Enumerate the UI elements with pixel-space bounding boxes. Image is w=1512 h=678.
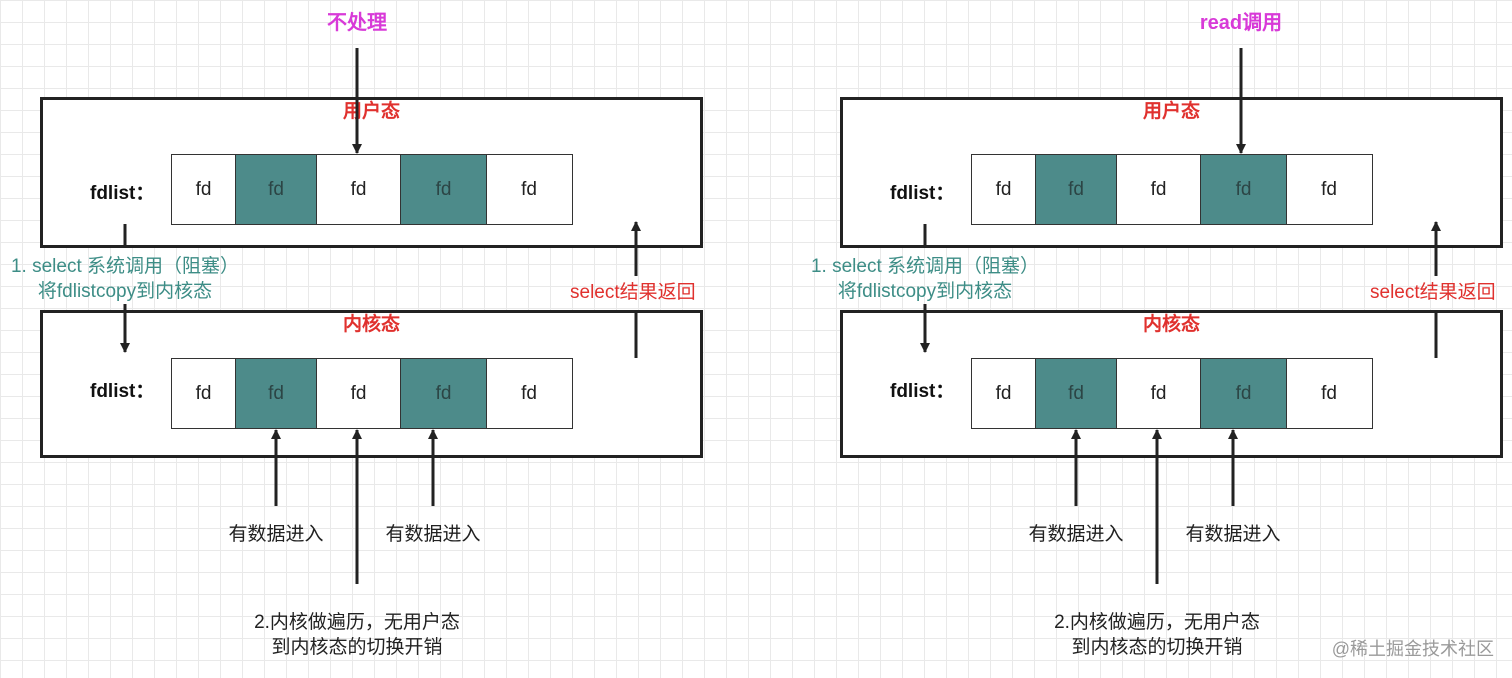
kernel-space-title: 内核态 bbox=[342, 314, 400, 335]
traverse-note: 2.内核做遍历，无用户态 到内核态的切换开销 bbox=[1007, 610, 1307, 660]
fd-cell: fd bbox=[1200, 358, 1287, 429]
user-fdlist-label: fdlist： bbox=[90, 183, 155, 204]
fd-cell: fd bbox=[400, 154, 487, 225]
fd-cell: fd bbox=[1035, 154, 1117, 225]
data-in-label-left: 有数据进入 bbox=[1028, 524, 1124, 545]
fd-cell: fd bbox=[1285, 154, 1373, 225]
traverse-note-line2: 到内核态的切换开销 bbox=[271, 637, 443, 658]
fd-cell: fd bbox=[170, 358, 237, 429]
arrows-layer bbox=[120, 48, 641, 584]
kernel-space-title: 内核态 bbox=[1142, 314, 1200, 335]
fd-cell: fd bbox=[1035, 358, 1117, 429]
watermark: @稀土掘金技术社区 bbox=[1331, 639, 1494, 659]
arrows-layer bbox=[920, 48, 1441, 584]
top-call-label: read调用 bbox=[1199, 12, 1283, 34]
user-space-title: 用户态 bbox=[1142, 101, 1200, 122]
kernel-fdlist-label: fdlist： bbox=[890, 381, 955, 402]
fd-cell: fd bbox=[315, 154, 402, 225]
fd-cell: fd bbox=[1285, 358, 1373, 429]
right-diagram: 用户态 内核态 fdlist： fdlist： fd fd fd fd fd f… bbox=[800, 0, 1512, 678]
traverse-note: 2.内核做遍历，无用户态 到内核态的切换开销 bbox=[207, 610, 507, 660]
syscall-note-line2: 将fdlistcopy到内核态 bbox=[837, 281, 1013, 302]
fd-cell: fd bbox=[315, 358, 402, 429]
fd-cell: fd bbox=[485, 358, 573, 429]
select-return-label: select结果返回 bbox=[570, 282, 696, 303]
fd-cell: fd bbox=[400, 358, 487, 429]
data-in-label-left: 有数据进入 bbox=[228, 524, 324, 545]
kernel-fdlist-row: fd fd fd fd fd bbox=[170, 358, 573, 429]
data-in-label-right: 有数据进入 bbox=[385, 524, 481, 545]
kernel-fdlist-label: fdlist： bbox=[90, 381, 155, 402]
user-fdlist-row: fd fd fd fd fd bbox=[170, 154, 573, 225]
fd-cell: fd bbox=[1115, 358, 1202, 429]
fd-cell: fd bbox=[1200, 154, 1287, 225]
fd-cell: fd bbox=[485, 154, 573, 225]
user-fdlist-label: fdlist： bbox=[890, 183, 955, 204]
syscall-note: 1. select 系统调用（阻塞） 将fdlistcopy到内核态 bbox=[800, 254, 1050, 304]
fd-cell: fd bbox=[235, 358, 317, 429]
select-return-label: select结果返回 bbox=[1370, 282, 1496, 303]
syscall-note: 1. select 系统调用（阻塞） 将fdlistcopy到内核态 bbox=[0, 254, 250, 304]
data-in-label-right: 有数据进入 bbox=[1185, 524, 1281, 545]
traverse-note-line1: 2.内核做遍历，无用户态 bbox=[254, 612, 460, 633]
fd-cell: fd bbox=[170, 154, 237, 225]
left-diagram: 用户态 内核态 fdlist： fdlist： fd fd fd fd fd f… bbox=[0, 12, 703, 660]
fd-cell: fd bbox=[1115, 154, 1202, 225]
traverse-note-line2: 到内核态的切换开销 bbox=[1071, 637, 1243, 658]
fd-cell: fd bbox=[235, 154, 317, 225]
kernel-space-box: 内核态 bbox=[40, 310, 703, 458]
top-call-label: 不处理 bbox=[327, 12, 387, 34]
fd-cell: fd bbox=[970, 154, 1037, 225]
traverse-note-line1: 2.内核做遍历，无用户态 bbox=[1054, 612, 1260, 633]
fd-cell: fd bbox=[970, 358, 1037, 429]
kernel-fdlist-row: fd fd fd fd fd bbox=[970, 358, 1373, 429]
syscall-note-line1: 1. select 系统调用（阻塞） bbox=[810, 256, 1040, 277]
user-fdlist-row: fd fd fd fd fd bbox=[970, 154, 1373, 225]
syscall-note-line1: 1. select 系统调用（阻塞） bbox=[10, 256, 240, 277]
syscall-note-line2: 将fdlistcopy到内核态 bbox=[37, 281, 213, 302]
